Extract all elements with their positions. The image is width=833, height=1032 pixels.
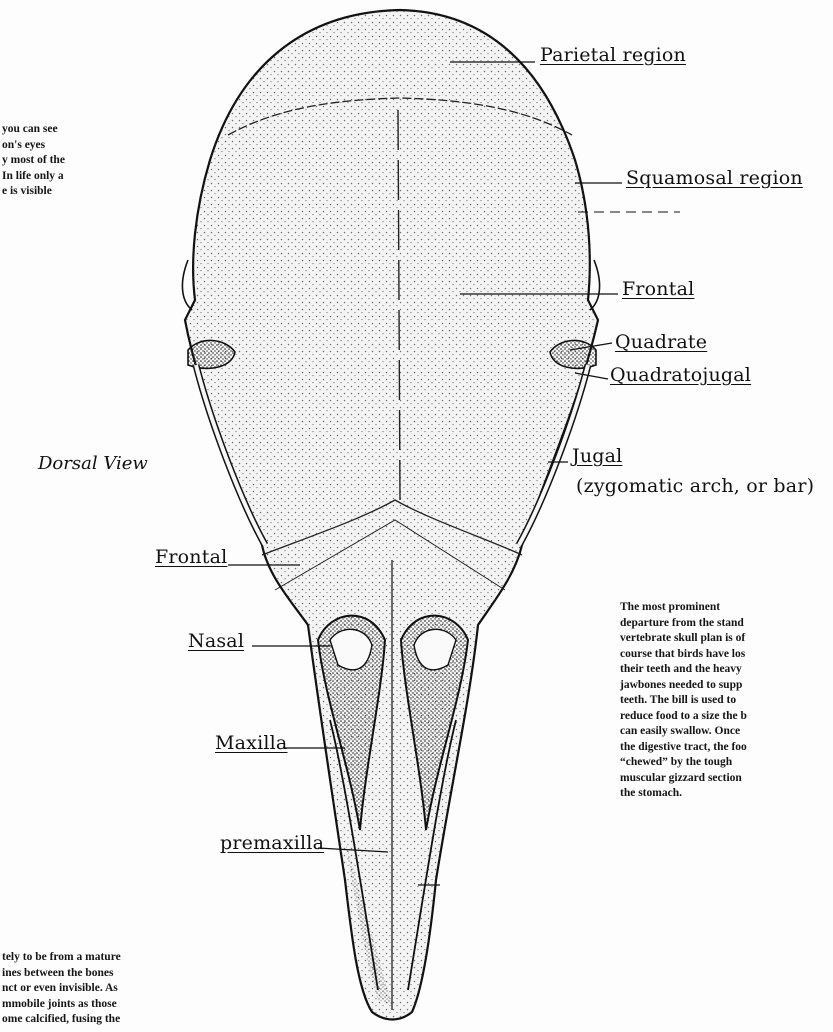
note-line: their teeth and the heavy xyxy=(620,662,747,678)
note-line: reduce food to a size the b xyxy=(620,709,747,725)
label-jugal: Jugal xyxy=(572,445,622,467)
note-line: on's eyes xyxy=(2,138,65,154)
note-line: muscular gizzard section xyxy=(620,771,747,787)
note-line: departure from the stand xyxy=(620,616,747,632)
note-right: The most prominent departure from the st… xyxy=(620,600,747,802)
label-nasal: Nasal xyxy=(188,630,244,652)
note-line: “chewed” by the tough xyxy=(620,755,747,771)
note-bottom-left: tely to be from a mature ines between th… xyxy=(2,950,121,1028)
note-line: nct or even invisible. As xyxy=(2,981,121,997)
note-line: the digestive tract, the foo xyxy=(620,740,747,756)
note-line: teeth. The bill is used to xyxy=(620,693,747,709)
note-line: mmobile joints as those xyxy=(2,997,121,1013)
note-line: e is visible xyxy=(2,184,65,200)
label-jugal-subtitle: (zygomatic arch, or bar) xyxy=(576,475,814,497)
note-line: jawbones needed to supp xyxy=(620,678,747,694)
note-line: course that birds have los xyxy=(620,647,747,663)
note-line: the stomach. xyxy=(620,786,747,802)
note-line: vertebrate skull plan is of xyxy=(620,631,747,647)
view-title: Dorsal View xyxy=(38,453,148,474)
label-quadrate: Quadrate xyxy=(615,331,707,353)
note-line: can easily swallow. Once xyxy=(620,724,747,740)
note-line: ome calcified, fusing the xyxy=(2,1012,121,1028)
note-line: In life only a xyxy=(2,169,65,185)
label-premaxilla: premaxilla xyxy=(220,832,324,854)
label-quadratojugal: Quadratojugal xyxy=(610,364,751,386)
note-line: ines between the bones xyxy=(2,966,121,982)
label-squamosal-region: Squamosal region xyxy=(626,167,803,189)
label-parietal-region: Parietal region xyxy=(540,44,686,66)
note-line: tely to be from a mature xyxy=(2,950,121,966)
label-frontal-left: Frontal xyxy=(155,546,227,568)
label-frontal-right: Frontal xyxy=(622,278,694,300)
note-line: you can see xyxy=(2,122,65,138)
note-line: The most prominent xyxy=(620,600,747,616)
note-top-left: you can see on's eyes y most of the In l… xyxy=(2,122,65,200)
note-line: y most of the xyxy=(2,153,65,169)
label-maxilla: Maxilla xyxy=(215,732,287,754)
